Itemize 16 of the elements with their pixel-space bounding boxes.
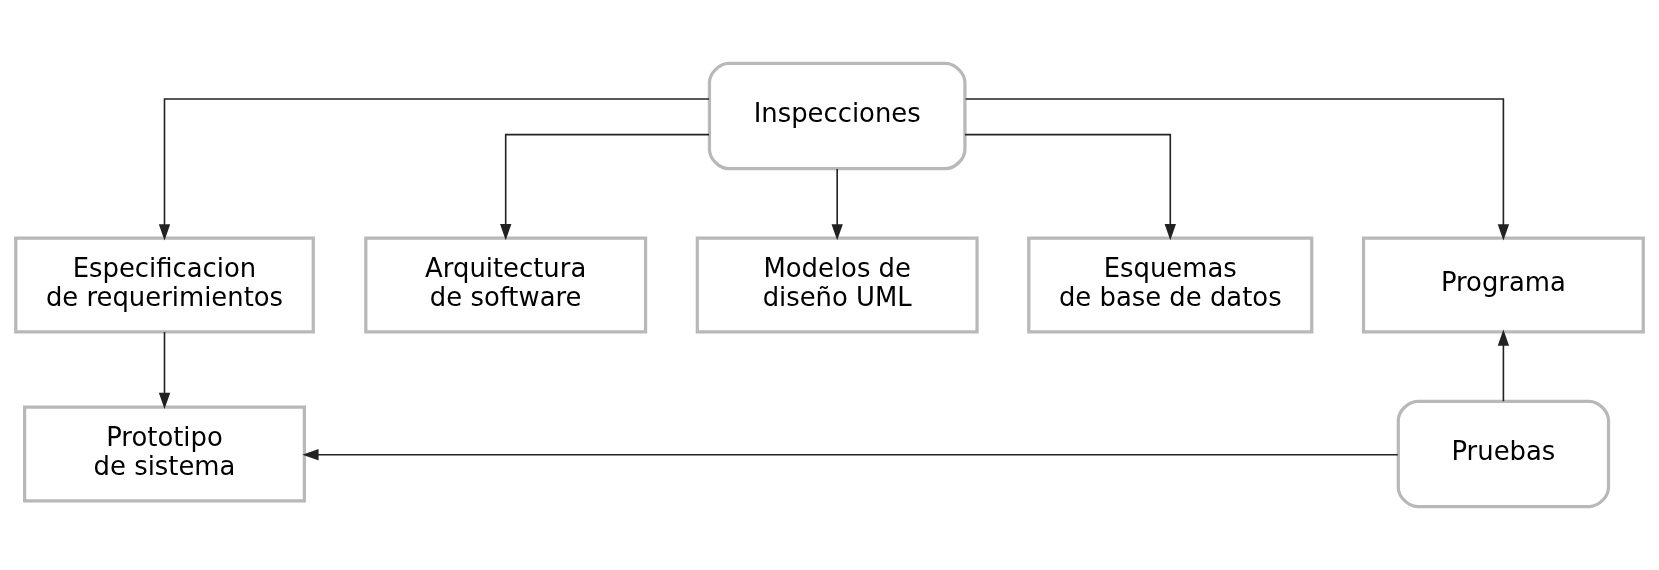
arrow [1497, 329, 1510, 403]
arrow [831, 168, 843, 241]
node-box: Especificacion de requerimientos [14, 236, 315, 334]
arrow [964, 98, 1510, 241]
node-box: Prototipo de sistema [23, 405, 306, 503]
node-box: Programa [1361, 236, 1645, 334]
arrow [500, 133, 710, 241]
arrow [964, 133, 1176, 241]
node-box: Esquemas de base de datos [1027, 236, 1314, 334]
arrow [158, 331, 171, 410]
node-box: Arquitectura de software [364, 236, 648, 334]
arrow [302, 449, 1399, 461]
node-box: Inspecciones [707, 61, 967, 171]
node-box: Modelos de diseño UML [695, 236, 979, 334]
arrow [158, 98, 710, 241]
node-box: Pruebas [1396, 399, 1611, 509]
